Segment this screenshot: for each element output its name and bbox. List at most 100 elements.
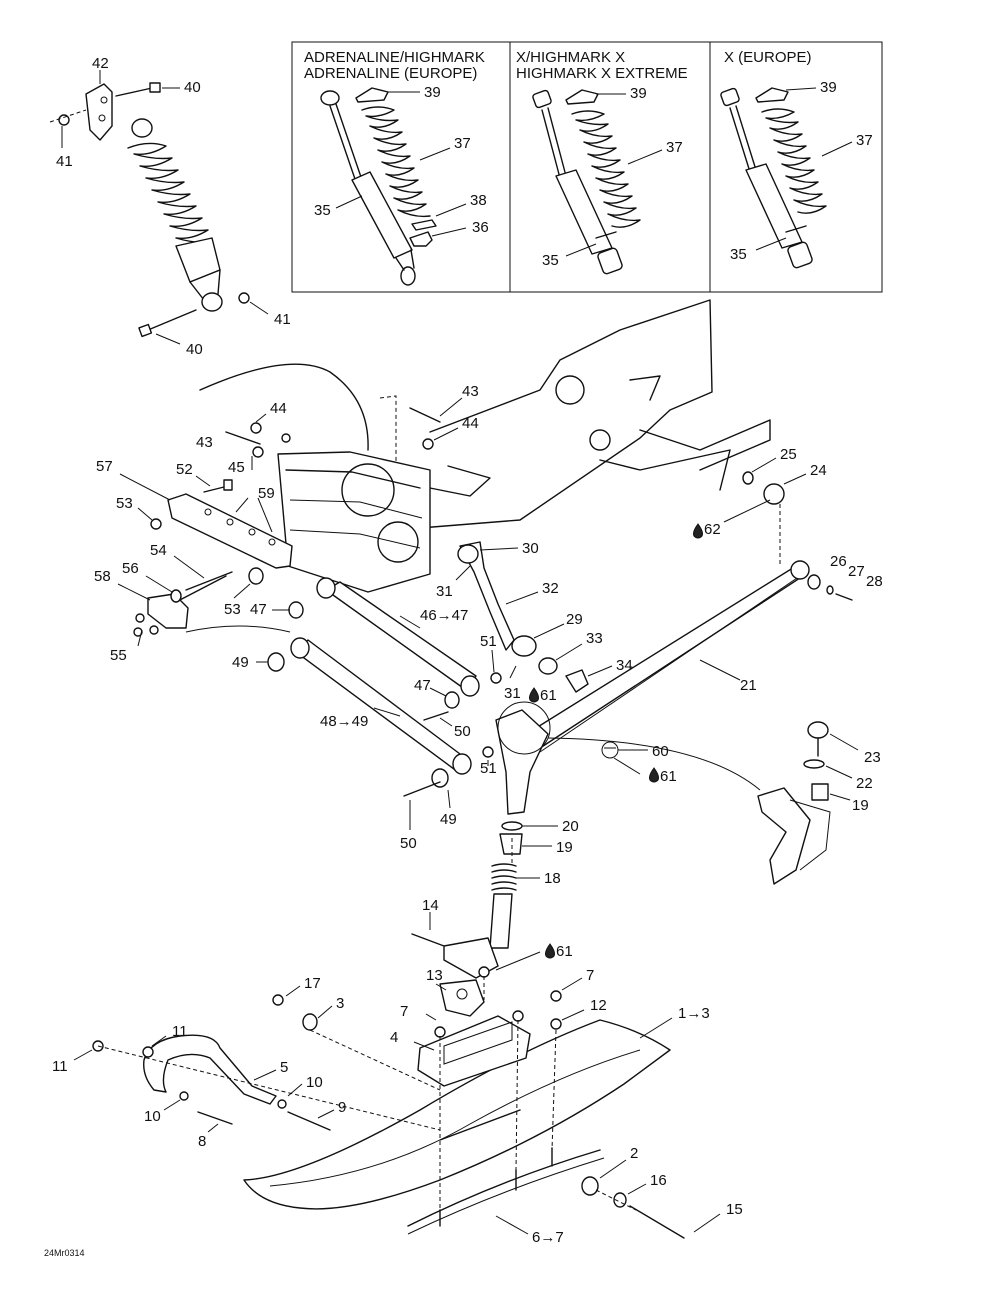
callout-55: 55 <box>110 647 127 664</box>
callout-15: 15 <box>726 1201 743 1218</box>
callout-35-v2: 35 <box>542 252 559 269</box>
oil-drop-icon-62 <box>693 523 703 539</box>
variant-1-spring <box>361 106 431 218</box>
spindle-bushing-19 <box>499 833 523 855</box>
grease-fitting-60 <box>601 741 619 759</box>
callout-35-v3: 35 <box>730 246 747 263</box>
upper-a-arm <box>288 577 480 697</box>
callout-7-left: 7 <box>400 1003 408 1020</box>
callout-31-upper: 31 <box>436 583 453 600</box>
callout-13: 13 <box>426 967 443 984</box>
bolt-upper <box>115 82 161 97</box>
oil-drop-icon-61b <box>649 767 659 783</box>
callout-39-v3: 39 <box>820 79 837 96</box>
callout-43-left: 43 <box>196 434 213 451</box>
callout-10-right: 10 <box>306 1074 323 1091</box>
pin-14 <box>411 933 445 947</box>
ski-bushing-3 <box>302 1013 318 1031</box>
pivot-bushing-24-25 <box>742 471 785 564</box>
callout-59: 59 <box>258 485 275 502</box>
callout-29: 29 <box>566 611 583 628</box>
ski-bolt-15 <box>629 1205 685 1239</box>
variant-3-title-line1: X (EUROPE) <box>724 49 812 66</box>
variant-1-washer-38 <box>411 219 437 231</box>
ski-saddle-4 <box>417 1015 531 1087</box>
variant-1-title-line2: ADRENALINE (EUROPE) <box>304 65 477 82</box>
oil-drop-icon-61c <box>545 943 555 959</box>
callout-34: 34 <box>616 657 633 674</box>
callout-44-left: 44 <box>270 400 287 417</box>
callout-41-upper: 41 <box>56 153 73 170</box>
callout-48-49: 48→49 <box>320 713 368 730</box>
spindle-housing <box>495 701 551 815</box>
callout-51-lower: 51 <box>480 760 497 777</box>
nut-44-upper <box>250 422 434 450</box>
bolt-lower <box>138 309 197 338</box>
callout-58: 58 <box>94 568 111 585</box>
washers-2-16 <box>581 1176 627 1208</box>
callout-31-lower: 31 <box>504 685 521 702</box>
spindle-ring-20 <box>501 821 523 831</box>
callout-50-upper: 50 <box>454 723 471 740</box>
variant-2-title-line1: X/HIGHMARK X <box>516 49 625 66</box>
callout-17: 17 <box>304 975 321 992</box>
detail-inset <box>547 721 831 885</box>
callout-40-lower: 40 <box>186 341 203 358</box>
callout-61-lower: 61 <box>556 943 573 960</box>
variant-1-title-line1: ADRENALINE/HIGHMARK <box>304 49 485 66</box>
callout-46-47: 46→47 <box>420 607 468 624</box>
callout-39-v1: 39 <box>424 84 441 101</box>
callout-49-lower: 49 <box>440 811 457 828</box>
callout-11-upper: 11 <box>172 1023 188 1040</box>
callout-27: 27 <box>848 563 865 580</box>
callout-50-lower: 50 <box>400 835 417 852</box>
callout-44-upper: 44 <box>462 415 479 432</box>
variant-2-shock <box>532 89 623 275</box>
callout-labels: 42 40 41 41 40 39 37 35 38 36 39 37 35 3… <box>52 55 883 1246</box>
callout-30: 30 <box>522 540 539 557</box>
mount-bracket <box>150 493 293 569</box>
callout-43-upper: 43 <box>462 383 479 400</box>
callout-61-upper: 61 <box>540 687 557 704</box>
variant-1-cap <box>355 87 389 103</box>
callout-47-lower: 47 <box>414 677 431 694</box>
bushing-53 <box>248 567 264 585</box>
callout-11-left: 11 <box>52 1058 68 1075</box>
nut-lower <box>238 292 250 304</box>
callout-53-lower: 53 <box>224 601 241 618</box>
variant-3-shock <box>720 87 813 269</box>
callout-20: 20 <box>562 818 579 835</box>
alignment-lines <box>97 838 637 1211</box>
callout-42: 42 <box>92 55 109 72</box>
callout-8: 8 <box>198 1133 206 1150</box>
callout-40-upper: 40 <box>184 79 201 96</box>
ski-stopper-13 <box>439 979 485 1017</box>
lower-a-arm <box>267 637 472 788</box>
callout-51-upper: 51 <box>480 633 497 650</box>
callout-61-mid: 61 <box>660 768 677 785</box>
callout-49-left: 49 <box>232 654 249 671</box>
callout-60: 60 <box>652 743 669 760</box>
bushing-56 <box>170 589 182 603</box>
callout-45: 45 <box>228 459 245 476</box>
callout-7-right: 7 <box>586 967 594 984</box>
callout-16: 16 <box>650 1172 667 1189</box>
ball-joint-33 <box>538 657 558 675</box>
callout-39-v2: 39 <box>630 85 647 102</box>
variant-2-spring <box>571 110 641 228</box>
callout-22: 22 <box>856 775 873 792</box>
callout-18: 18 <box>544 870 561 887</box>
callout-47-upper: 47 <box>250 601 267 618</box>
callout-6-7: 6→7 <box>532 1229 564 1246</box>
callout-54: 54 <box>150 542 167 559</box>
callout-9: 9 <box>338 1099 346 1116</box>
callout-25: 25 <box>780 446 797 463</box>
nut-51 <box>482 672 502 758</box>
callout-36-v1: 36 <box>472 219 489 236</box>
callout-24: 24 <box>810 462 827 479</box>
bushing-47 <box>444 691 460 709</box>
variant-1-shock <box>320 90 416 286</box>
variant-2-cap <box>565 89 599 105</box>
main-shock-absorber <box>127 118 223 312</box>
